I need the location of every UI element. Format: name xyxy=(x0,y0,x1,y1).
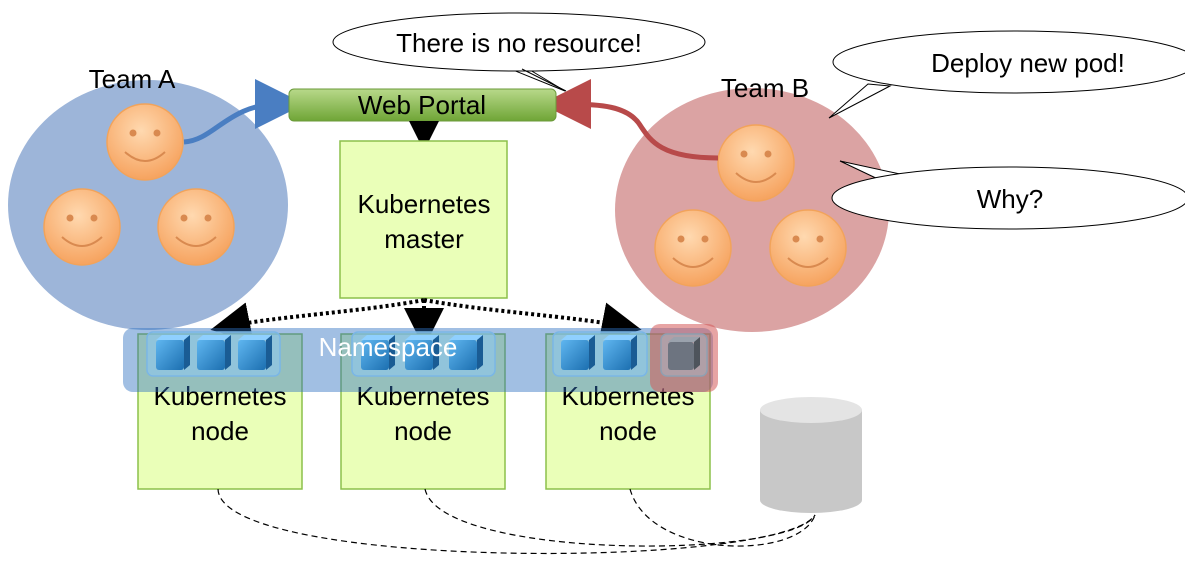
team-a-member-3-face-icon xyxy=(157,188,235,266)
node-1-label-line2: node xyxy=(191,416,249,446)
node-3-pod-group xyxy=(552,331,648,377)
callout-no-resource-text: There is no resource! xyxy=(396,28,642,58)
pod-icon xyxy=(197,335,231,370)
callout-no-resource: There is no resource! xyxy=(332,12,706,92)
team-b-member-3-face-icon xyxy=(769,209,847,287)
pod-icon xyxy=(449,335,483,370)
node-2-label-line1: Kubernetes xyxy=(357,381,490,411)
master-to-nodes-arrows xyxy=(210,298,642,348)
team-a-group: Team A xyxy=(8,64,288,330)
team-b-to-portal-arrow xyxy=(541,79,719,161)
team-a-to-portal-arrow xyxy=(183,79,305,145)
team-a-circle xyxy=(8,80,288,330)
pod-icon xyxy=(561,335,595,370)
team-a-member-2-face-icon xyxy=(43,188,121,266)
pod-icon xyxy=(603,335,637,370)
pod-icon xyxy=(156,335,190,370)
callout-why-text: Why? xyxy=(977,184,1043,214)
team-b-group: Team B xyxy=(615,73,889,332)
pending-pod-icon xyxy=(660,333,708,377)
pod-icon xyxy=(405,335,439,370)
callout-deploy: Deploy new pod! xyxy=(828,30,1185,119)
pod-icon xyxy=(238,335,272,370)
team-a-member-1-face-icon xyxy=(106,103,184,181)
team-b-label: Team B xyxy=(721,73,809,103)
node-2-label-line2: node xyxy=(394,416,452,446)
callout-deploy-text: Deploy new pod! xyxy=(931,48,1125,78)
node-1-label-line1: Kubernetes xyxy=(154,381,287,411)
storage-cylinder-icon xyxy=(760,397,862,513)
node-1-pod-group xyxy=(146,331,281,377)
node-2-pod-group xyxy=(351,331,496,377)
callout-why: Why? xyxy=(831,160,1185,230)
master-label-line2: master xyxy=(384,224,464,254)
web-portal[interactable]: Web Portal xyxy=(288,88,557,122)
namespace-label: Namespace xyxy=(319,332,458,362)
team-b-member-1-face-icon xyxy=(717,124,795,202)
node-3-label-line2: node xyxy=(599,416,657,446)
kubernetes-master-box: Kubernetes master xyxy=(339,140,508,299)
team-a-label: Team A xyxy=(89,64,176,94)
master-label-line1: Kubernetes xyxy=(358,189,491,219)
pod-icon xyxy=(361,335,395,370)
team-b-member-2-face-icon xyxy=(654,209,732,287)
storage-connections xyxy=(217,488,816,555)
web-portal-label: Web Portal xyxy=(358,90,486,120)
